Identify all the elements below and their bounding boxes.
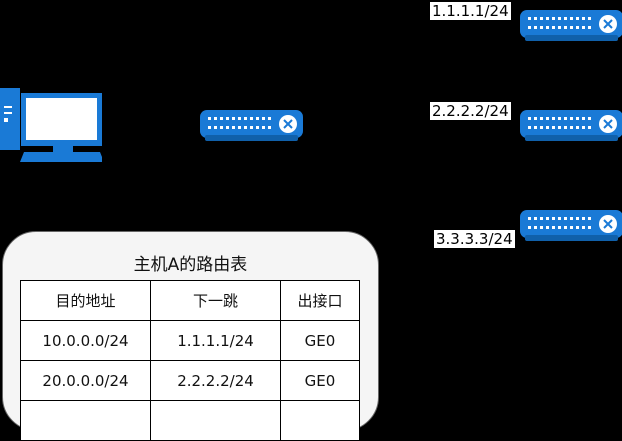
cell-next-hop bbox=[150, 400, 281, 441]
router-3-icon bbox=[520, 208, 622, 246]
cell-next-hop: 2.2.2.2/24 bbox=[150, 360, 281, 401]
header-destination: 目的地址 bbox=[20, 280, 151, 321]
cell-out-interface: GE0 bbox=[280, 320, 360, 361]
table-row bbox=[20, 400, 360, 441]
host-a-computer-icon bbox=[0, 88, 104, 168]
cell-out-interface: GE0 bbox=[280, 360, 360, 401]
table-header-row: 目的地址 下一跳 出接口 bbox=[20, 280, 360, 321]
router-2-ip-label: 2.2.2.2/24 bbox=[430, 102, 511, 120]
cell-next-hop: 1.1.1.1/24 bbox=[150, 320, 281, 361]
header-out-interface: 出接口 bbox=[280, 280, 360, 321]
router-1-ip-label: 1.1.1.1/24 bbox=[430, 2, 511, 20]
router-3-ip-label: 3.3.3.3/24 bbox=[434, 230, 515, 248]
cell-out-interface bbox=[280, 400, 360, 441]
table-row: 10.0.0.0/24 1.1.1.1/24 GE0 bbox=[20, 320, 360, 361]
router-2-icon bbox=[520, 108, 622, 146]
cell-destination bbox=[20, 400, 151, 441]
routing-table-panel: 主机A的路由表 目的地址 下一跳 出接口 10.0.0.0/24 1.1.1.1… bbox=[2, 231, 379, 441]
cell-destination: 10.0.0.0/24 bbox=[20, 320, 151, 361]
header-next-hop: 下一跳 bbox=[150, 280, 281, 321]
routing-table: 目的地址 下一跳 出接口 10.0.0.0/24 1.1.1.1/24 GE0 … bbox=[20, 280, 360, 441]
router-main-icon bbox=[200, 108, 303, 146]
table-row: 20.0.0.0/24 2.2.2.2/24 GE0 bbox=[20, 360, 360, 401]
routing-table-title: 主机A的路由表 bbox=[133, 255, 248, 275]
cell-destination: 20.0.0.0/24 bbox=[20, 360, 151, 401]
router-1-icon bbox=[520, 8, 622, 46]
